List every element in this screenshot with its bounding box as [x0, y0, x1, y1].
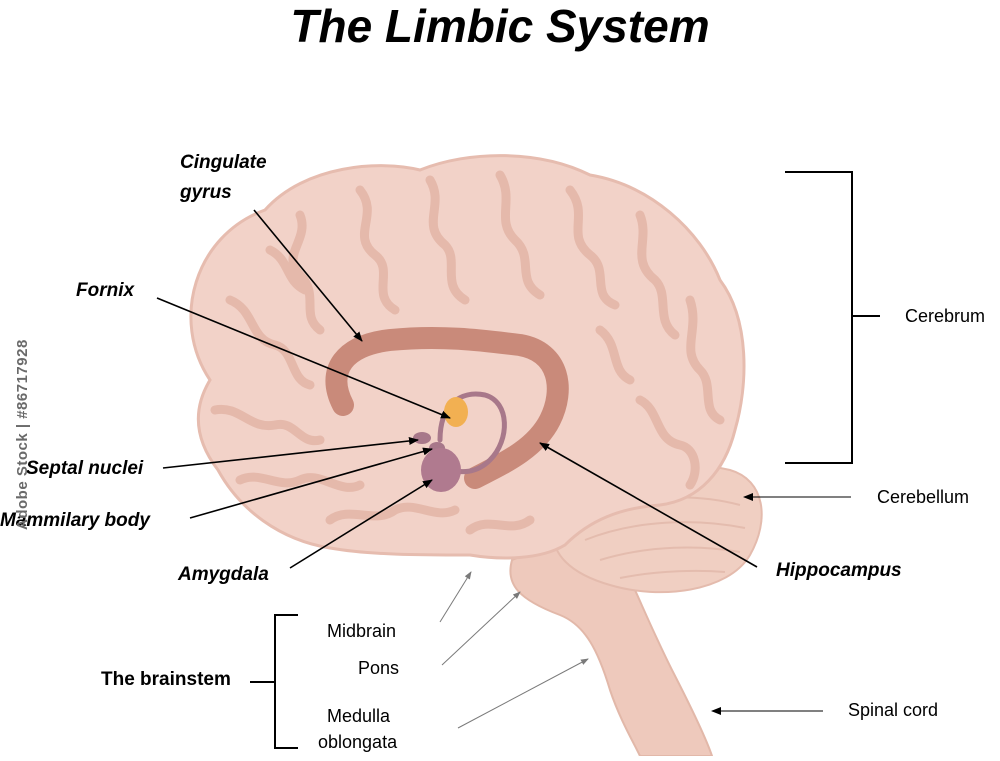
label-pons: Pons — [358, 658, 400, 678]
label-medulla-line1: Medulla — [327, 706, 391, 726]
label-septal-nuclei: Septal nuclei — [26, 458, 144, 479]
label-midbrain: Midbrain — [327, 621, 397, 641]
cingulate-gyrus-shape — [325, 326, 569, 489]
page-title: The Limbic System — [290, 0, 710, 52]
label-amygdala: Amygdala — [178, 564, 269, 585]
cingulate-pointer — [253, 209, 363, 342]
midbrain-pointer — [439, 571, 472, 623]
cerebrum-gyri — [210, 170, 725, 535]
watermark-text: Adobe Stock | #86717928 — [14, 339, 31, 530]
mammilary-pointer — [189, 447, 433, 519]
septal-pointer — [162, 437, 419, 469]
amygdala-pointer — [289, 479, 433, 569]
brainstem-bracket — [250, 614, 298, 749]
label-cingulate-gyrus-line2: gyrus — [180, 182, 232, 203]
label-cerebellum: Cerebellum — [877, 487, 970, 507]
label-brainstem: The brainstem — [101, 669, 231, 690]
label-hippocampus: Hippocampus — [776, 560, 902, 581]
hippocampus-pointer — [539, 442, 758, 568]
cerebrum-shape — [189, 154, 746, 560]
label-mammilary-body: Mammilary body — [0, 510, 150, 531]
pons-pointer — [441, 591, 521, 666]
septal-nuclei-shape — [413, 432, 431, 444]
amygdala-shape — [421, 448, 461, 492]
label-cingulate-gyrus-line1: Cingulate — [180, 152, 267, 173]
fornix-pointer — [156, 297, 451, 419]
label-medulla-line2: oblongata — [318, 732, 398, 752]
cerebrum-bracket — [785, 171, 880, 464]
orange-spot — [444, 397, 468, 427]
label-cerebrum: Cerebrum — [905, 306, 986, 326]
medulla-pointer — [457, 658, 589, 729]
label-spinal-cord: Spinal cord — [848, 700, 939, 720]
label-fornix: Fornix — [76, 280, 135, 301]
